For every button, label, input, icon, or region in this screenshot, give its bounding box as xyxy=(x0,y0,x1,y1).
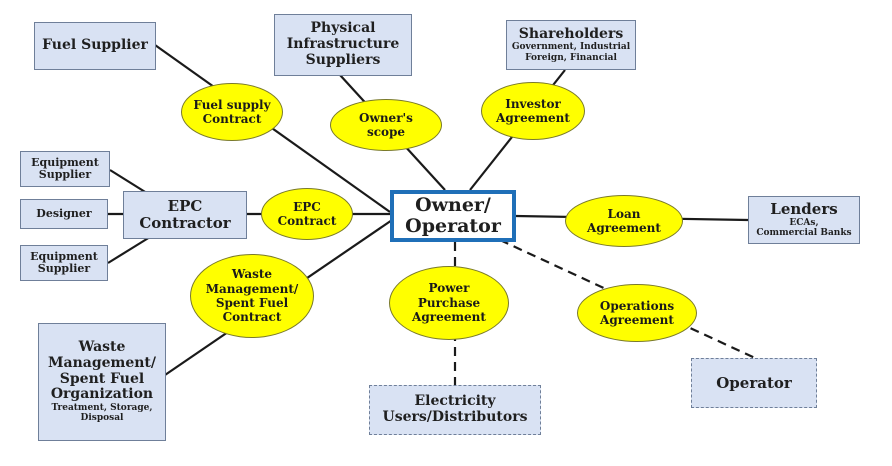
waste-contract-ellipse: Waste Management/ Spent Fuel Contract xyxy=(190,254,314,338)
operations-line1: Operations xyxy=(599,298,675,313)
line-equipment-bottom xyxy=(107,236,151,264)
waste-contract-line1: Waste xyxy=(231,267,273,282)
loan-line1: Loan xyxy=(607,206,641,221)
investor-line1: Investor xyxy=(505,96,561,111)
waste-org-sub1: Treatment, Storage, xyxy=(51,403,153,413)
line-equipment-top xyxy=(109,169,151,196)
equipment-supplier-bottom-box: Equipment Supplier xyxy=(20,245,108,281)
loan-line2: Agreement xyxy=(587,221,661,235)
epc-contractor-line2: Contractor xyxy=(139,214,231,232)
owners-scope-ellipse: Owner's scope xyxy=(330,99,442,151)
shareholders-title: Shareholders xyxy=(518,25,624,42)
operations-agreement-ellipse: Operations Agreement xyxy=(577,284,697,342)
investor-agreement-ellipse: Investor Agreement xyxy=(481,82,585,140)
shareholders-sub1: Government, Industrial xyxy=(511,42,631,53)
loan-agreement-ellipse: Loan Agreement xyxy=(565,195,683,247)
equipment-supplier-top-line1: Equipment xyxy=(31,155,99,169)
operator-box: Operator xyxy=(691,358,817,408)
power-purchase-line1: Power xyxy=(428,281,470,296)
waste-org-line1: Waste xyxy=(78,339,126,356)
electricity-users-line2: Users/Distributors xyxy=(382,409,528,425)
waste-contract-line4: Contract xyxy=(222,310,282,325)
equipment-supplier-bottom-line1: Equipment xyxy=(30,249,98,263)
lenders-title: Lenders xyxy=(770,200,838,219)
designer-label: Designer xyxy=(36,206,92,220)
equipment-supplier-bottom-line2: Supplier xyxy=(37,262,91,275)
owner-operator-box: Owner/ Operator xyxy=(390,190,516,242)
fuel-supplier-label: Fuel Supplier xyxy=(42,37,148,54)
epc-contractor-line1: EPC xyxy=(167,197,203,216)
equipment-supplier-top-line2: Supplier xyxy=(38,168,92,181)
owner-line2: Operator xyxy=(405,215,501,237)
owner-line1: Owner/ xyxy=(415,193,491,216)
waste-contract-line3: Spent Fuel xyxy=(215,296,289,310)
infrastructure-box: Physical Infrastructure Suppliers xyxy=(274,14,412,76)
fuel-supplier-box: Fuel Supplier xyxy=(34,22,156,70)
power-purchase-agreement-ellipse: Power Purchase Agreement xyxy=(389,266,509,340)
power-purchase-line2: Purchase xyxy=(417,295,481,310)
electricity-users-box: Electricity Users/Distributors xyxy=(369,385,541,435)
waste-org-line4: Organization xyxy=(50,386,154,403)
lenders-sub2: Commercial Banks xyxy=(756,228,852,239)
owners-scope-line1: Owner's xyxy=(359,110,413,125)
fuel-supply-contract-ellipse: Fuel supply Contract xyxy=(181,83,283,141)
epc-contract-line2: Contract xyxy=(277,214,337,228)
fuel-supply-line1: Fuel supply xyxy=(193,97,271,112)
waste-organization-box: Waste Management/ Spent Fuel Organizatio… xyxy=(38,323,166,441)
equipment-supplier-top-box: Equipment Supplier xyxy=(20,151,110,187)
investor-line2: Agreement xyxy=(496,111,570,125)
lenders-box: Lenders ECAs, Commercial Banks xyxy=(748,196,860,244)
shareholders-box: Shareholders Government, Industrial Fore… xyxy=(506,20,636,70)
epc-contractor-box: EPC Contractor xyxy=(123,191,247,239)
waste-contract-line2: Management/ xyxy=(205,281,299,296)
designer-box: Designer xyxy=(20,199,108,229)
lenders-sub1: ECAs, xyxy=(789,218,819,229)
fuel-supply-line2: Contract xyxy=(202,112,262,126)
infrastructure-line2: Infrastructure xyxy=(286,36,400,53)
epc-contract-ellipse: EPC Contract xyxy=(261,188,353,240)
operator-label: Operator xyxy=(716,373,792,392)
electricity-users-line1: Electricity xyxy=(414,393,496,410)
operations-line2: Agreement xyxy=(600,313,674,327)
waste-org-line2: Management/ xyxy=(48,354,156,371)
infrastructure-line3: Suppliers xyxy=(305,51,381,68)
infrastructure-line1: Physical xyxy=(310,20,376,37)
waste-org-line3: Spent Fuel xyxy=(59,370,145,387)
owners-scope-line2: scope xyxy=(366,125,406,139)
shareholders-sub2: Foreign, Financial xyxy=(525,52,617,63)
power-purchase-line3: Agreement xyxy=(412,310,486,325)
waste-org-sub2: Disposal xyxy=(80,413,124,424)
epc-contract-line1: EPC xyxy=(293,199,321,214)
